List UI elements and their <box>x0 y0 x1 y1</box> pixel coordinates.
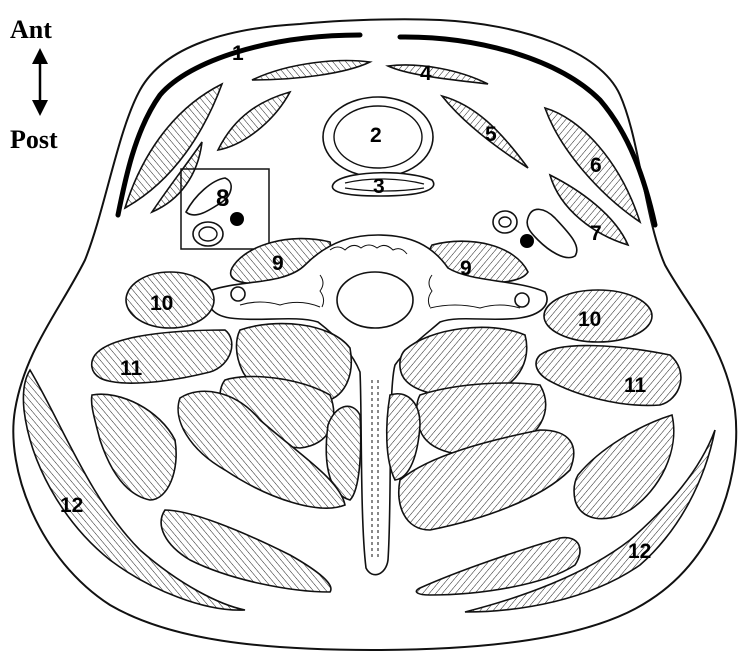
spinal-canal <box>337 272 413 328</box>
label-9-right: 9 <box>460 257 472 280</box>
label-posterior: Post <box>10 125 58 154</box>
label-5: 5 <box>485 123 497 146</box>
carotid-artery-right <box>493 211 517 233</box>
label-3: 3 <box>373 175 385 198</box>
carotid-artery-left <box>193 222 223 246</box>
label-2: 2 <box>370 124 382 147</box>
trapezius-right-upper <box>574 415 674 519</box>
splenius-right <box>399 430 574 530</box>
vagus-nerve-left <box>230 212 244 226</box>
label-12-right: 12 <box>628 540 651 563</box>
vagus-nerve-right <box>520 234 534 248</box>
label-4: 4 <box>420 62 432 85</box>
trapezius-left-lower <box>161 510 331 592</box>
label-7: 7 <box>590 222 602 245</box>
label-1: 1 <box>232 42 244 65</box>
jugular-vein-right <box>527 209 577 257</box>
strap-muscle-right-4 <box>388 65 488 84</box>
label-9-left: 9 <box>272 252 284 275</box>
label-12-left: 12 <box>60 494 83 517</box>
orientation-arrow-up-icon <box>32 48 48 64</box>
label-10-left: 10 <box>150 292 173 315</box>
sternothyroid-left <box>218 92 290 150</box>
label-10-right: 10 <box>578 308 601 331</box>
orientation-arrow-down-icon <box>32 100 48 116</box>
vertebral-foramen-right <box>515 293 529 307</box>
label-6: 6 <box>590 154 602 177</box>
vertebral-foramen-left <box>231 287 245 301</box>
levator-scapulae-left <box>92 330 232 383</box>
label-11-right: 11 <box>624 374 647 397</box>
label-11-left: 11 <box>120 357 143 380</box>
label-8: 8 <box>216 185 229 212</box>
rotatores-right <box>387 394 420 480</box>
strap-muscle-left <box>252 61 370 80</box>
levator-scapulae-right <box>536 346 681 406</box>
label-anterior: Ant <box>10 15 52 44</box>
trapezius-left-upper <box>92 394 177 500</box>
